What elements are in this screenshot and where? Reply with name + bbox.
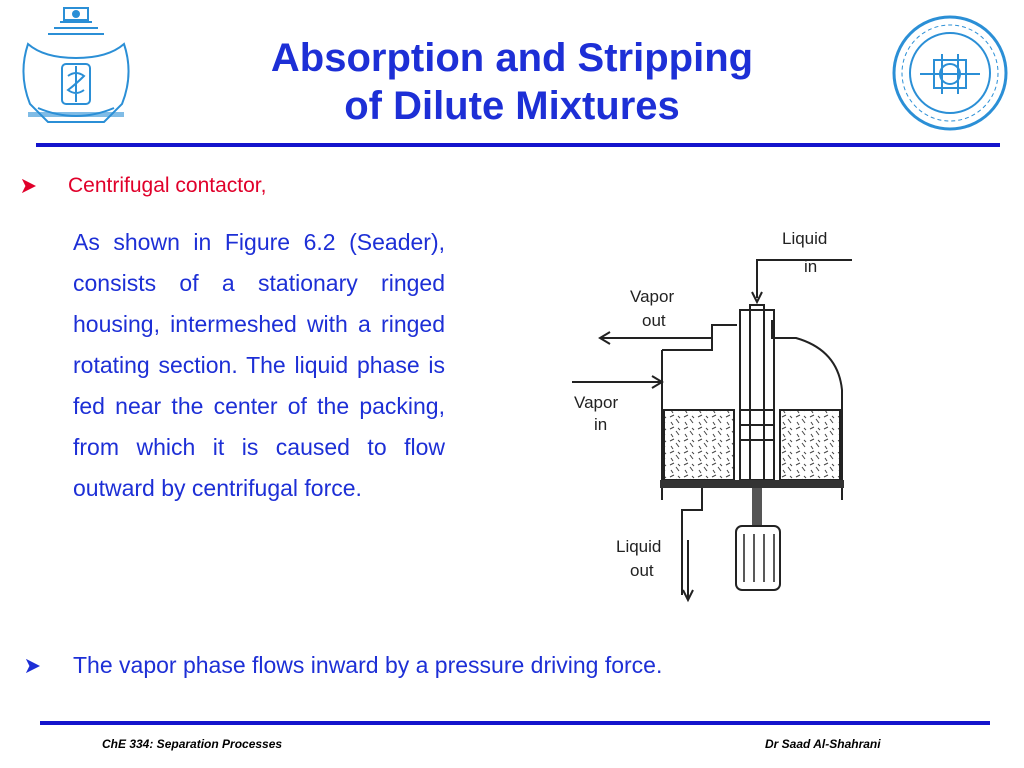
bullet-text: The vapor phase flows inward by a pressu… — [73, 652, 663, 678]
label-vapor-out-2: out — [642, 311, 666, 330]
central-feed-tube — [739, 309, 775, 481]
label-liquid-out-1: Liquid — [616, 537, 661, 556]
department-logo — [892, 15, 1008, 131]
centrifugal-contactor-figure: Liquid in Vapor out Vapor in Liquid out — [572, 229, 852, 603]
label-vapor-out-1: Vapor — [630, 287, 674, 306]
label-liquid-in-1: Liquid — [782, 229, 827, 248]
motor — [735, 525, 781, 591]
bullet-item: The vapor phase flows inward by a pressu… — [26, 652, 662, 679]
arrow-bullet-icon — [22, 179, 36, 193]
rotor-plate — [660, 480, 844, 488]
university-logo — [22, 7, 130, 123]
label-vapor-in-1: Vapor — [574, 393, 618, 412]
description-paragraph: As shown in Figure 6.2 (Seader), consist… — [73, 229, 445, 501]
packing-right — [779, 409, 841, 481]
slide-title: Absorption and Stripping of Dilute Mixtu… — [150, 34, 874, 130]
bullet-item: Centrifugal contactor, — [22, 174, 266, 198]
title-line-1: Absorption and Stripping — [270, 36, 754, 80]
housing-outline — [661, 320, 843, 500]
footer-divider — [40, 721, 990, 725]
label-vapor-in-2: in — [594, 415, 607, 434]
packing-left — [663, 409, 735, 481]
title-line-2: of Dilute Mixtures — [344, 84, 680, 128]
label-liquid-out-2: out — [630, 561, 654, 580]
label-liquid-in-2: in — [804, 257, 817, 276]
arrow-bullet-icon — [26, 658, 40, 673]
bullet-text: Centrifugal contactor, — [68, 174, 267, 197]
footer-author: Dr Saad Al-Shahrani — [765, 737, 881, 751]
footer-course: ChE 334: Separation Processes — [102, 737, 283, 751]
header-divider — [36, 143, 1000, 147]
